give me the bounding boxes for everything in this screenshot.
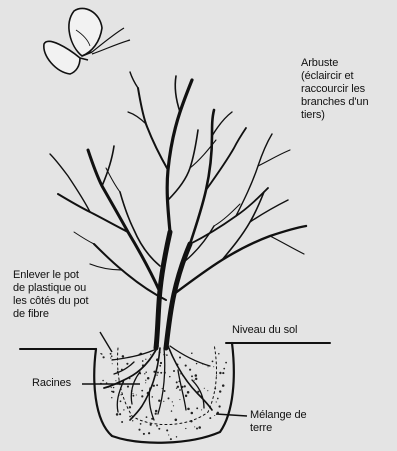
soil-mix-pointer — [216, 414, 247, 416]
remove-pot-pointer — [100, 332, 112, 352]
shrub-label: Arbuste (éclaircir et raccourcir les bra… — [301, 57, 395, 122]
trunk — [156, 232, 190, 348]
soil-level-label: Niveau du sol — [232, 324, 342, 337]
roots-label: Racines — [32, 377, 92, 390]
remove-pot-label: Enlever le pot de plastique ou les côtés… — [13, 269, 125, 321]
soil-mix-label: Mélange de terre — [250, 409, 330, 435]
butterfly-icon — [44, 8, 130, 74]
